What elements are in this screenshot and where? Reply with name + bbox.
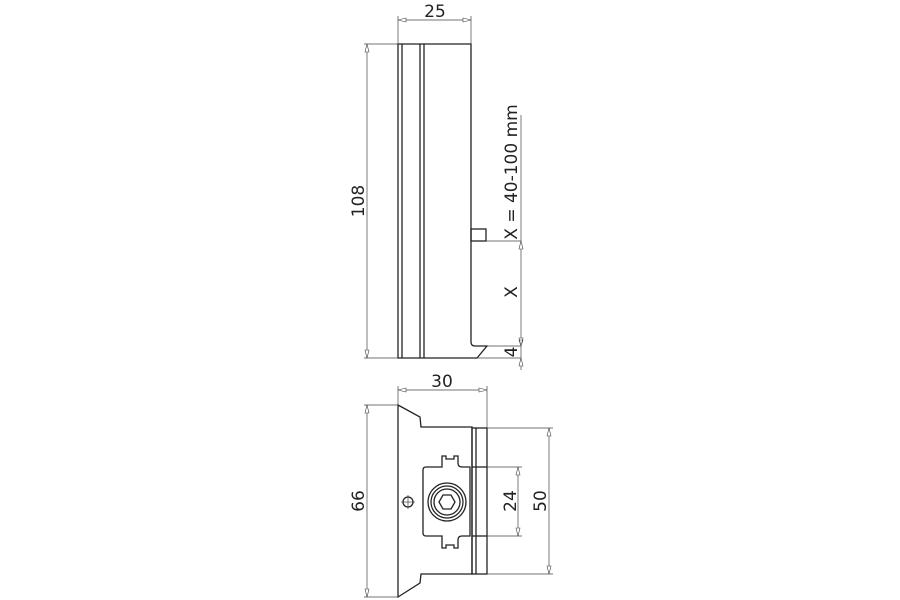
dimension-66: 66 bbox=[349, 404, 398, 598]
dimension-label-4: 4 bbox=[502, 347, 522, 358]
side-body-outline bbox=[397, 43, 489, 359]
dimension-108: 108 bbox=[349, 43, 398, 359]
range-label: X = 40-100 mm bbox=[502, 104, 522, 239]
dimension-x: X = 40-100 mm X 4 bbox=[477, 104, 524, 370]
side-view: 25 108 X = 40-100 mm X 4 bbox=[349, 2, 524, 370]
front-body-outline bbox=[397, 403, 473, 599]
dimension-30: 30 bbox=[397, 372, 488, 428]
dimension-label-30: 30 bbox=[431, 372, 453, 392]
mounting-hole-icon bbox=[401, 495, 415, 509]
dimension-24: 24 bbox=[487, 466, 522, 537]
dimension-50: 50 bbox=[487, 427, 553, 575]
dimension-label-66: 66 bbox=[349, 490, 369, 512]
clamp-plate bbox=[422, 455, 471, 549]
dimension-label-x: X bbox=[502, 286, 522, 298]
front-view: 30 66 24 50 bbox=[349, 372, 553, 599]
stop-tab bbox=[470, 228, 487, 242]
dimension-label-25: 25 bbox=[424, 2, 446, 22]
rail-strip bbox=[471, 427, 488, 575]
dimension-label-24: 24 bbox=[501, 490, 521, 512]
dimension-25: 25 bbox=[397, 2, 472, 44]
dimension-label-108: 108 bbox=[349, 185, 369, 217]
dimension-label-50: 50 bbox=[531, 490, 551, 512]
socket-bolt-icon bbox=[427, 482, 467, 522]
